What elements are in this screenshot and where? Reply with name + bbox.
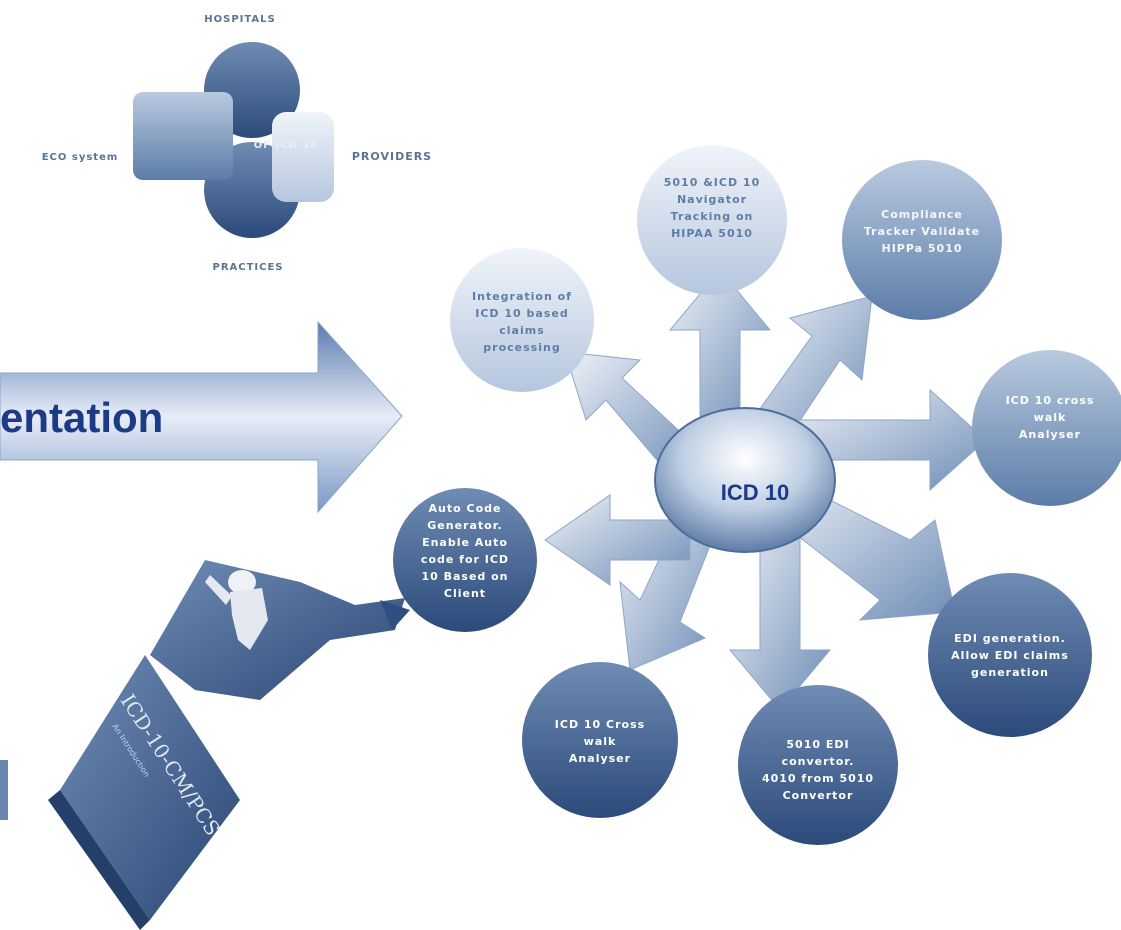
node-edi-generation-line: EDI generation. — [954, 632, 1066, 645]
node-edi-convertor-line: convertor. — [782, 755, 855, 768]
arrow-up — [668, 269, 772, 421]
node-crosswalk-right-line: Analyser — [1019, 428, 1081, 441]
node-integration-line: claims — [499, 324, 545, 337]
node-navigator-line: Navigator — [677, 193, 747, 206]
banner-text: entation — [0, 394, 163, 441]
hub-ellipse — [654, 407, 836, 553]
node-crosswalk-right-line: ICD 10 cross — [1006, 394, 1095, 407]
banner-arrow — [0, 320, 403, 514]
node-autocode-line: code for ICD — [421, 553, 509, 566]
node-compliance-line: HIPPa 5010 — [882, 242, 963, 255]
node-crosswalk-bottom-line: ICD 10 Cross — [555, 718, 645, 731]
node-integration: Integration of ICD 10 based claims processi… — [450, 248, 594, 392]
ecosystem-graphic: HOSPITALS ECO system PROVIDERS PRACTICES… — [42, 14, 432, 273]
hub-label: ICD 10 — [721, 480, 789, 505]
node-navigator-line: Tracking on — [671, 210, 754, 223]
carpet — [150, 560, 405, 700]
eco-left-square — [133, 92, 233, 180]
node-edi-generation-line: Allow EDI claims — [951, 649, 1069, 662]
node-integration-line: processing — [483, 341, 560, 354]
node-edi-convertor-line: Convertor — [783, 789, 854, 802]
book-spine — [48, 790, 150, 930]
book-cover — [60, 655, 240, 920]
node-navigator-line: 5010 &ICD 10 — [664, 176, 760, 189]
arrow-down — [728, 519, 832, 711]
svg-text:EDI generation.Allow EDI claim: EDI generation. Allow EDI claims generatio… — [951, 632, 1069, 679]
node-edi-generation: EDI generation. Allow EDI claims generatio… — [928, 573, 1092, 737]
node-autocode-line: Enable Auto — [422, 536, 508, 549]
icd-book: ICD-10-CM/PCS An Introduction — [48, 655, 240, 930]
node-crosswalk-right-line: walk — [1034, 411, 1067, 424]
node-compliance-line: Compliance — [881, 208, 963, 221]
node-autocode-line: Client — [444, 587, 486, 600]
left-edge-book — [0, 760, 8, 820]
eco-right-label: PROVIDERS — [352, 150, 432, 163]
node-autocode-line: 10 Based on — [421, 570, 508, 583]
implementation-banner: entation — [0, 320, 403, 514]
eco-top-label: HOSPITALS — [204, 14, 275, 25]
eco-left-label: ECO system — [42, 152, 119, 163]
hub: ICD 10 — [654, 407, 836, 553]
node-integration-line: ICD 10 based — [475, 307, 568, 320]
arrow-left — [544, 494, 691, 586]
node-integration-line: Integration of — [472, 290, 572, 303]
carpet-graphic — [150, 560, 410, 700]
node-autocode-line: Generator. — [427, 519, 502, 532]
person-figure — [205, 570, 268, 650]
eco-center-label: OF ICD 10 — [254, 140, 319, 151]
eco-bottom-label: PRACTICES — [212, 262, 283, 273]
node-crosswalk-bottom-line: walk — [584, 735, 617, 748]
node-autocode-line: Auto Code — [429, 502, 502, 515]
node-edi-convertor-line: 4010 from 5010 — [762, 772, 874, 785]
eco-right-square — [272, 112, 334, 202]
node-crosswalk-bottom-line: Analyser — [569, 752, 631, 765]
node-edi-convertor-line: 5010 EDI — [786, 738, 849, 751]
node-compliance-line: Tracker Validate — [864, 225, 980, 238]
node-navigator-line: HIPAA 5010 — [671, 227, 753, 240]
carpet-arrow-tip — [380, 600, 410, 630]
node-edi-generation-line: generation — [971, 666, 1049, 679]
